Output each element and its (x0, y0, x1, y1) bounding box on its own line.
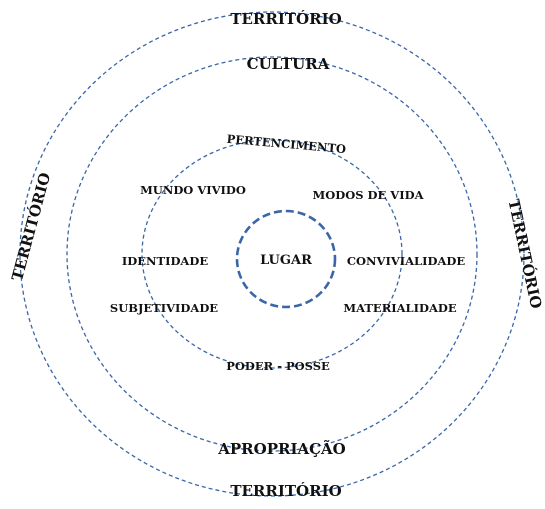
label-modos-de-vida: MODOS DE VIDA (313, 188, 425, 202)
middle-ring-cultura (66, 56, 478, 452)
outer-ring-territorio (19, 11, 525, 497)
label-convivialidade: CONVIVIALIDADE (347, 254, 466, 268)
middle-label-top: CULTURA (247, 55, 330, 73)
outer-label-bottom: TERRITÓRIO (230, 482, 341, 500)
center-label-lugar: LUGAR (260, 253, 312, 268)
inner-label-top: PERTENCIMENTO (226, 132, 346, 156)
label-identidade: IDENTIDADE (122, 254, 208, 268)
label-mundo-vivido: MUNDO VIVIDO (140, 183, 246, 197)
center-ring-lugar (235, 209, 337, 309)
label-materialidade: MATERIALIDADE (343, 301, 457, 315)
outer-label-right: TERRITÓRIO (505, 198, 545, 311)
label-subjetividade: SUBJETIVIDADE (110, 301, 218, 315)
outer-label-left: TERRITÓRIO (8, 171, 54, 283)
middle-label-bottom: APROPRIAÇÃO (217, 439, 346, 458)
outer-label-top: TERRITÓRIO (230, 10, 341, 28)
inner-label-bottom: PODER - POSSE (226, 359, 330, 373)
inner-ring-pertencimento (141, 139, 403, 369)
